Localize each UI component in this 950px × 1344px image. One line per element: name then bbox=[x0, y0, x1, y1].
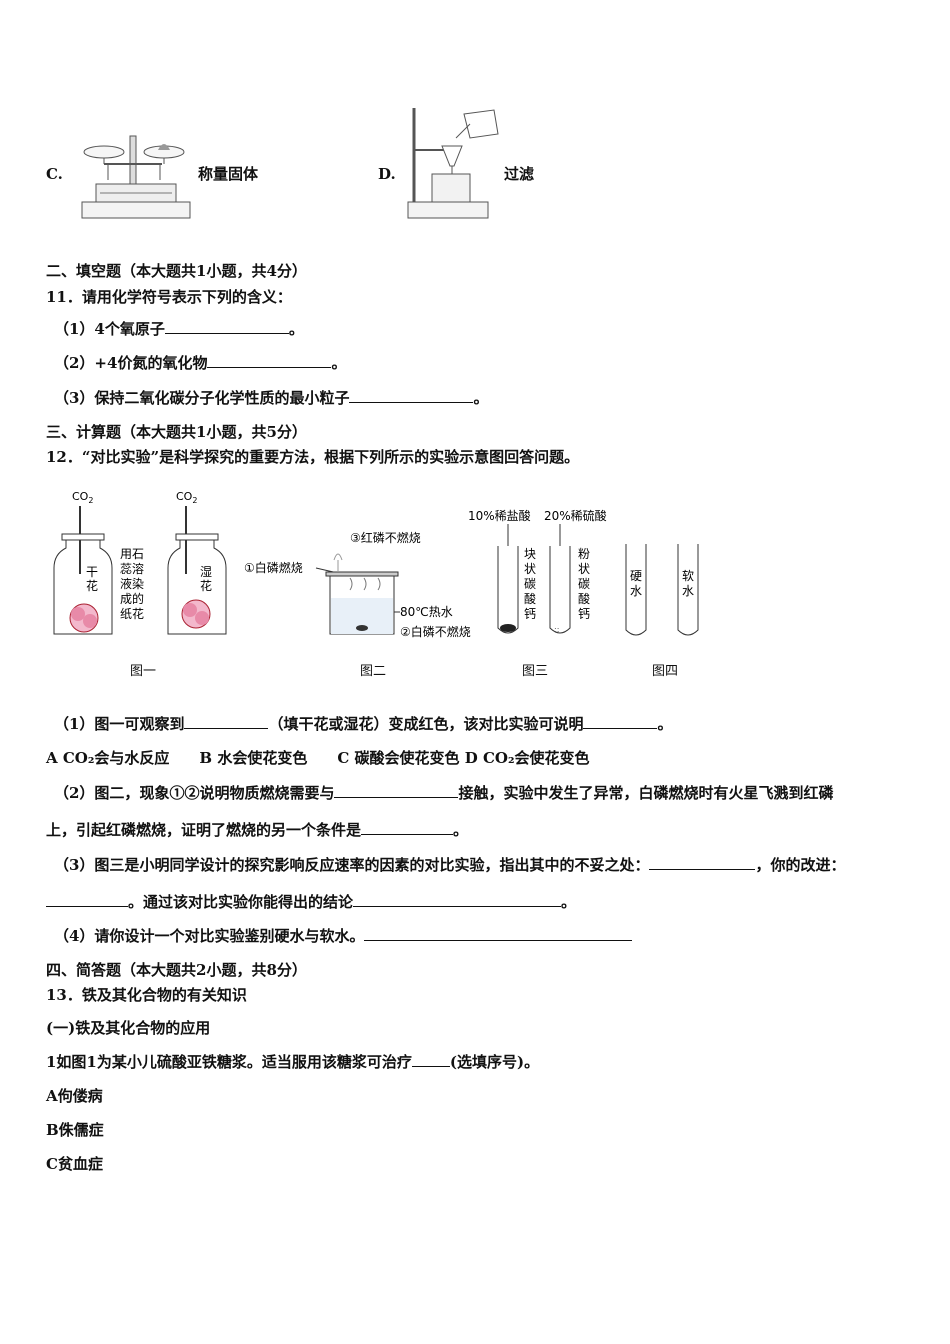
figure-3-image: 10%稀盐酸 20%稀硫酸 :: 块状碳酸钙 粉状碳酸钙 bbox=[468, 508, 607, 634]
question-13-1: 1如图1为某小儿硫酸亚铁糖浆。适当服用该糖浆可治疗(选填序号)。 bbox=[46, 1053, 540, 1071]
q12-part-1: （1）图一可观察到（填干花或湿花）变成红色，该对比实验可说明。 bbox=[54, 715, 673, 733]
fig2-label-1: ①白磷燃烧 bbox=[244, 560, 303, 575]
wet-flower-label: 湿花 bbox=[200, 564, 212, 593]
filtration-image bbox=[407, 108, 499, 219]
q12-part-2-line-1: （2）图二，现象①②说明物质燃烧需要与接触，实验中发生了异常，白磷燃烧时有火星飞… bbox=[54, 784, 834, 802]
question-13: 13．铁及其化合物的有关知识 bbox=[46, 986, 247, 1004]
q12-part-3-line-1: （3）图三是小明同学设计的探究影响反应速率的因素的对比实验，指出其中的不妥之处：… bbox=[54, 856, 846, 874]
option-c: C贫血症 bbox=[46, 1155, 103, 1173]
fig3-acid-1: 10%稀盐酸 bbox=[468, 508, 531, 523]
figure-1-caption: 图一 bbox=[130, 664, 157, 679]
figure-4-caption: 图四 bbox=[652, 664, 679, 679]
fig3-sample-1: 块状碳酸钙 bbox=[524, 547, 536, 621]
option-c-label: C. bbox=[46, 165, 63, 183]
dry-flower-label: 干花 bbox=[86, 565, 98, 593]
litmus-note: 用石 蕊溶 液染 成的 纸花 bbox=[120, 547, 148, 621]
figure-2-caption: 图二 bbox=[360, 664, 387, 679]
question-12: 12．“对比实验”是科学探究的重要方法，根据下列所示的实验示意图回答问题。 bbox=[46, 448, 580, 466]
option-c-text: 称量固体 bbox=[198, 165, 259, 183]
fig2-water-label: 80℃热水 bbox=[400, 605, 453, 619]
option-d-label: D. bbox=[378, 165, 396, 183]
figure-2-image: ③红磷不燃烧 ①白磷燃烧 80℃热水 ②白磷不燃烧 bbox=[244, 530, 471, 639]
figure-3-caption: 图三 bbox=[522, 664, 549, 679]
figure-4-image: 硬水 软水 bbox=[625, 544, 699, 636]
q12-choices: A CO₂会与水反应 B 水会使花变色 C 碳酸会使花变色 D CO₂会使花变色 bbox=[46, 749, 590, 767]
section-3-header: 三、计算题（本大题共1小题，共5分） bbox=[46, 423, 307, 441]
question-11-part-3: （3）保持二氧化碳分子化学性质的最小粒子。 bbox=[54, 389, 489, 407]
option-b: B侏儒症 bbox=[46, 1121, 104, 1139]
figure-1-image: CO2 CO2 干花 湿花 用石 蕊溶 液染 成的 纸花 bbox=[53, 490, 227, 635]
section-2-header: 二、填空题（本大题共1小题，共4分） bbox=[46, 262, 307, 280]
fig4-hard-water: 硬水 bbox=[630, 569, 642, 598]
option-a: A佝偻病 bbox=[46, 1087, 103, 1105]
option-d-text: 过滤 bbox=[504, 165, 535, 183]
fig3-sample-2: 粉状碳酸钙 bbox=[578, 547, 590, 621]
fig2-label-2: ②白磷不燃烧 bbox=[400, 624, 471, 639]
balance-image bbox=[81, 135, 191, 219]
co2-label-1: CO2 bbox=[72, 490, 93, 505]
question-13-subsection-1: (一)铁及其化合物的应用 bbox=[46, 1019, 211, 1037]
q12-part-3-line-2: 。通过该对比实验你能得出的结论。 bbox=[46, 892, 576, 912]
fig4-soft-water: 软水 bbox=[682, 569, 694, 598]
question-11-part-1: （1）4个氧原子。 bbox=[54, 320, 304, 338]
question-11: 11．请用化学符号表示下列的含义： bbox=[46, 288, 292, 306]
q12-part-4: （4）请你设计一个对比实验鉴别硬水与软水。 bbox=[54, 926, 633, 946]
fig2-label-3: ③红磷不燃烧 bbox=[350, 530, 421, 545]
section-4-header: 四、简答题（本大题共2小题，共8分） bbox=[46, 961, 307, 979]
question-11-part-2: （2）+4价氮的氧化物。 bbox=[54, 354, 347, 372]
q12-part-2-line-2: 上，引起红磷燃烧，证明了燃烧的另一个条件是。 bbox=[46, 821, 469, 839]
svg-text:::: :: bbox=[554, 625, 559, 634]
co2-label-2: CO2 bbox=[176, 490, 197, 505]
fig3-acid-2: 20%稀硫酸 bbox=[544, 508, 607, 523]
